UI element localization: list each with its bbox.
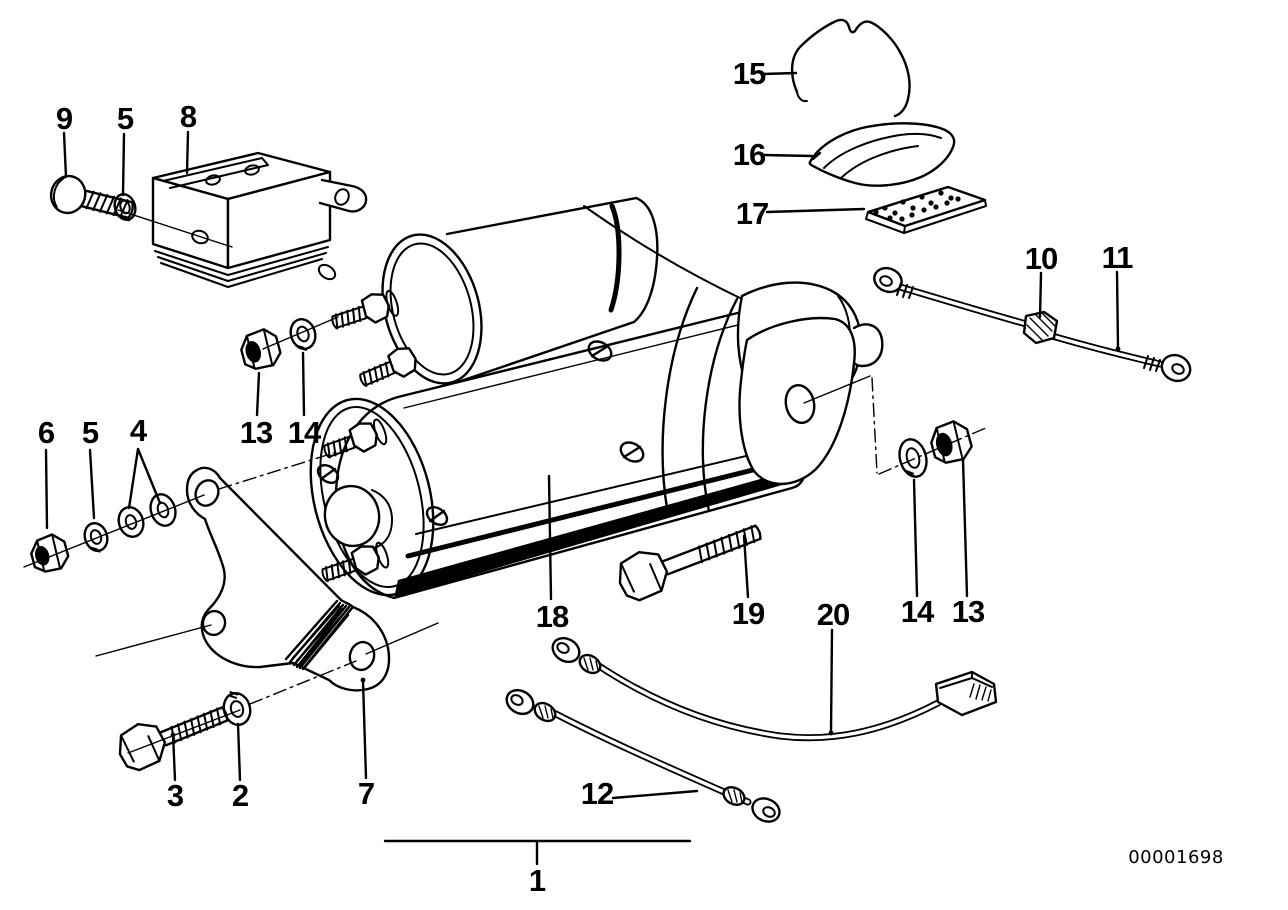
lock-washer-14-left	[289, 318, 317, 351]
lock-washer-14-right	[898, 438, 928, 478]
nut-6	[30, 533, 70, 573]
callout-8: 8	[180, 99, 197, 134]
washer-4b	[149, 493, 177, 527]
spade-connector	[934, 670, 998, 717]
nut-13-right	[930, 420, 973, 464]
callout-10: 10	[1025, 241, 1057, 276]
callout-13-right: 13	[952, 594, 985, 629]
solenoid	[317, 196, 659, 386]
callout-1: 1	[529, 863, 546, 898]
callout-14-left: 14	[288, 415, 322, 450]
callout-20: 20	[817, 597, 849, 632]
callout-17: 17	[736, 196, 768, 231]
relay-unit	[151, 151, 368, 288]
callout-7: 7	[358, 776, 374, 811]
callout-5-top: 5	[117, 101, 134, 136]
mounting-flange	[738, 316, 856, 486]
callout-11: 11	[1102, 240, 1134, 275]
callout-12: 12	[581, 776, 613, 811]
ground-cable-20	[551, 636, 998, 742]
ground-strap-12	[505, 688, 781, 823]
callout-16: 16	[733, 137, 766, 172]
fold-hatching	[284, 599, 354, 671]
callout-14-right: 14	[901, 594, 935, 629]
callout-6: 6	[38, 415, 55, 450]
callout-13-left: 13	[240, 415, 273, 450]
callout-5-left: 5	[82, 415, 99, 450]
nut-13-left	[240, 328, 282, 370]
lock-washer-2	[222, 691, 252, 727]
callout-4: 4	[130, 413, 148, 448]
spring-clip	[790, 18, 911, 118]
callout-9: 9	[56, 101, 73, 136]
callout-3: 3	[167, 778, 184, 813]
callout-18: 18	[536, 599, 569, 634]
callout-19: 19	[732, 596, 765, 631]
leader-lines	[44, 71, 1121, 866]
callout-2: 2	[232, 778, 248, 813]
assembly-axis-lines	[23, 209, 989, 754]
callout-15: 15	[733, 56, 766, 91]
gasket-pad	[865, 185, 987, 234]
cover-band	[808, 122, 956, 187]
screw-heads	[316, 340, 645, 527]
drawing-number: 00001698	[1128, 847, 1224, 868]
mounting-bracket	[185, 466, 391, 692]
battery-cable-10-11	[873, 266, 1192, 383]
washer-4a	[117, 506, 145, 538]
starter-motor	[309, 196, 884, 600]
callout-labels: 9 5 8 15 16 17 10 11 13 14 6 5 4 18 19 2…	[38, 56, 1224, 898]
group-bracket-line	[383, 839, 692, 866]
terminal-studs	[321, 289, 417, 583]
